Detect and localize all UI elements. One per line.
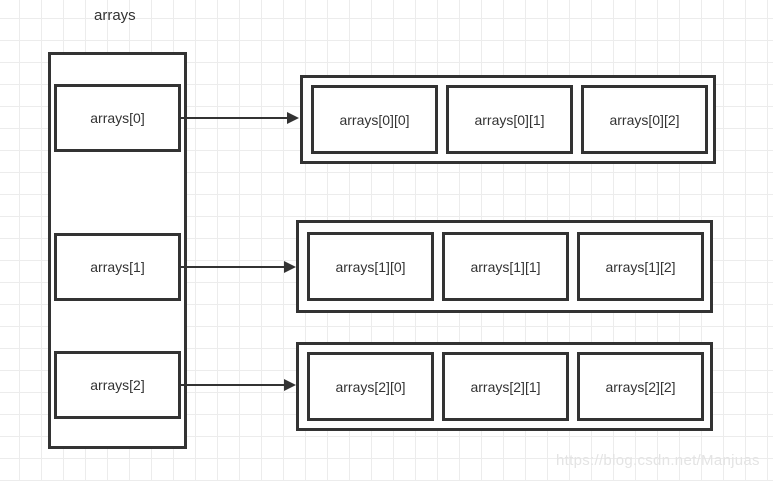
array-pointer-box-2: arrays[2] (54, 351, 181, 419)
array-cell-label: arrays[2][1] (470, 378, 541, 395)
arrow-head-icon (284, 261, 296, 273)
arrow-right-connector-0 (180, 112, 299, 124)
array-cell: arrays[0][2] (581, 85, 708, 154)
array-pointer-label-1: arrays[1] (90, 259, 145, 275)
array-pointer-box-0: arrays[0] (54, 84, 181, 152)
array-row-container-1: arrays[1][0] arrays[1][1] arrays[1][2] (296, 220, 713, 313)
array-cell: arrays[2][0] (307, 352, 434, 421)
array-cell-label: arrays[2][0] (335, 378, 406, 395)
array-row-container-2: arrays[2][0] arrays[2][1] arrays[2][2] (296, 342, 713, 431)
array-cell-label: arrays[0][0] (339, 111, 410, 128)
array-cell: arrays[2][2] (577, 352, 704, 421)
array-pointer-label-0: arrays[0] (90, 110, 145, 126)
array-cell: arrays[2][1] (442, 352, 569, 421)
array-cell: arrays[1][0] (307, 232, 434, 301)
array-cell: arrays[1][1] (442, 232, 569, 301)
arrow-head-icon (287, 112, 299, 124)
array-pointer-label-2: arrays[2] (90, 377, 145, 393)
array-row-container-0: arrays[0][0] arrays[0][1] arrays[0][2] (300, 75, 716, 164)
array-cell-label: arrays[2][2] (605, 378, 676, 395)
arrow-head-icon (284, 379, 296, 391)
watermark: https://blog.csdn.net/Manjuas (556, 452, 760, 469)
array-cell: arrays[1][2] (577, 232, 704, 301)
arrow-line (180, 384, 286, 386)
array-cell-label: arrays[0][1] (474, 111, 545, 128)
array-cell-label: arrays[1][1] (470, 258, 541, 275)
array-cell-label: arrays[1][2] (605, 258, 676, 275)
arrow-right-connector-1 (180, 261, 296, 273)
arrow-right-connector-2 (180, 379, 296, 391)
arrow-line (180, 266, 286, 268)
array-cell-label: arrays[0][2] (609, 111, 680, 128)
array-cell-label: arrays[1][0] (335, 258, 406, 275)
arrow-line (180, 117, 289, 119)
array-pointer-box-1: arrays[1] (54, 233, 181, 301)
array-cell: arrays[0][1] (446, 85, 573, 154)
diagram-title: arrays (94, 7, 136, 24)
array-cell: arrays[0][0] (311, 85, 438, 154)
